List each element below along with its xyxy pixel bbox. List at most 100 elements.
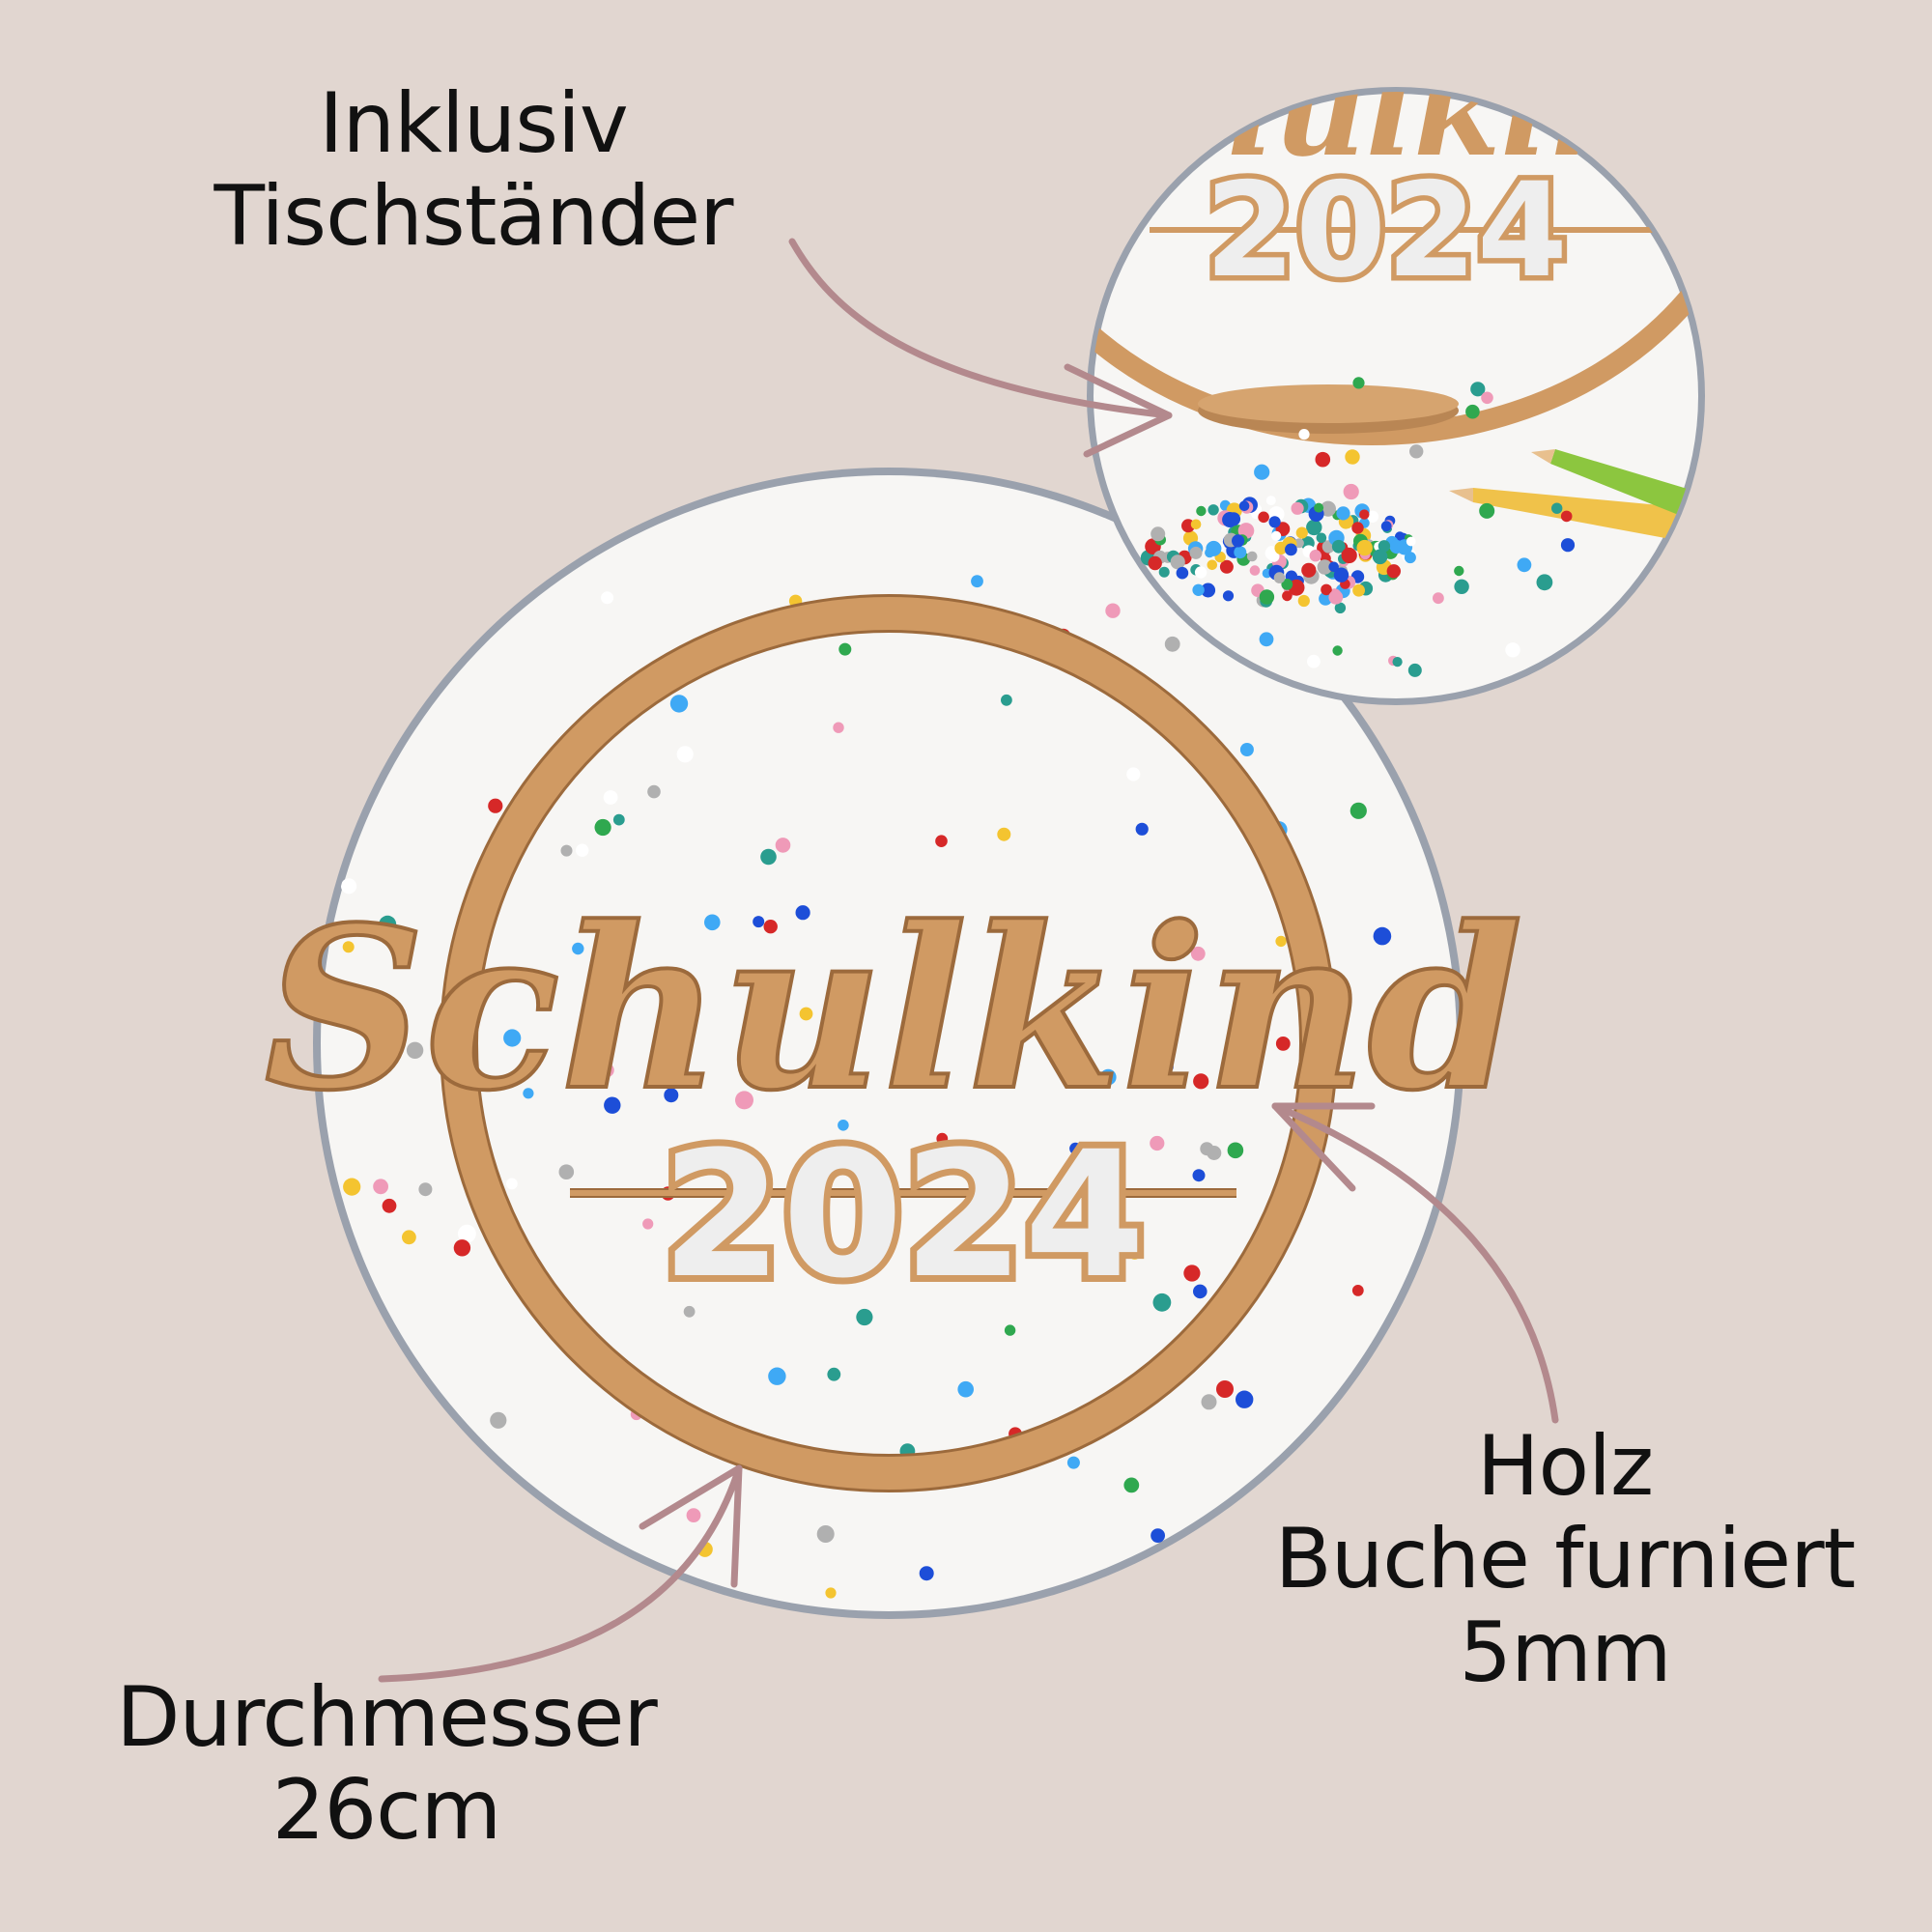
confetti-dot <box>1333 567 1350 582</box>
confetti-dot <box>1275 1037 1291 1051</box>
confetti-dot <box>1317 559 1333 575</box>
confetti-dot <box>1189 546 1203 559</box>
confetti-dot <box>1404 552 1416 564</box>
confetti-dot <box>1343 483 1359 500</box>
confetti-dot <box>1307 654 1321 668</box>
confetti-dot <box>558 1164 575 1179</box>
confetti-dot <box>1316 532 1327 544</box>
confetti-dot <box>957 1380 974 1398</box>
product-year: 2024 <box>662 1115 1146 1317</box>
confetti-dot <box>683 1305 696 1318</box>
confetti-dot <box>997 827 1011 841</box>
confetti-dot <box>1192 1169 1206 1182</box>
confetti-dot <box>833 722 844 733</box>
caption-wood-line2: Buche furniert <box>1274 1511 1857 1608</box>
confetti-dot <box>1373 926 1392 946</box>
confetti-dot <box>1401 704 1411 715</box>
confetti-dot <box>895 1061 913 1079</box>
confetti-dot <box>1454 579 1469 594</box>
arrow-wood <box>1271 1102 1559 1424</box>
confetti-dot <box>1352 583 1365 597</box>
confetti-dot <box>1004 1324 1016 1336</box>
confetti-dot <box>1123 1477 1140 1493</box>
confetti-dot <box>1285 543 1297 556</box>
confetti-dot <box>1205 548 1215 558</box>
confetti-dot <box>1254 464 1270 480</box>
confetti-dot <box>753 916 765 928</box>
confetti-dot <box>1273 572 1286 583</box>
confetti-dot <box>382 1198 397 1213</box>
confetti-dot <box>1196 505 1207 517</box>
confetti-dot <box>503 1029 522 1047</box>
confetti-dot <box>664 1088 679 1103</box>
confetti-dot <box>379 915 397 933</box>
confetti-dot <box>1259 632 1274 647</box>
confetti-dot <box>1328 561 1339 573</box>
confetti-dot <box>594 818 611 837</box>
confetti-dot <box>523 1088 534 1099</box>
confetti-dot <box>572 942 584 955</box>
confetti-dot <box>1319 591 1333 606</box>
caption-wood: Holz Buche furniert 5mm <box>1217 1420 1913 1699</box>
confetti-dot <box>1246 551 1258 562</box>
confetti-dot <box>490 1411 507 1429</box>
confetti-dot <box>1265 546 1277 557</box>
confetti-dot <box>1331 539 1346 554</box>
main-photo-circle: Schulkind 2024 <box>263 468 1524 1619</box>
confetti-dot <box>1465 404 1480 419</box>
confetti-dot <box>1297 594 1310 608</box>
confetti-dot <box>735 1091 753 1110</box>
confetti-dot <box>1454 565 1464 577</box>
confetti-dot <box>1170 554 1185 570</box>
confetti-dot <box>1226 512 1241 526</box>
confetti-dot <box>1281 579 1293 590</box>
confetti-dot <box>1517 557 1532 573</box>
confetti-dot <box>1271 530 1282 541</box>
confetti-dot <box>1183 1264 1201 1282</box>
confetti-dot <box>1190 946 1206 961</box>
confetti-dot <box>816 1525 835 1543</box>
confetti-dot <box>1314 502 1324 513</box>
confetti-dot <box>1409 444 1424 459</box>
confetti-dot <box>1268 516 1281 528</box>
confetti-dot <box>1164 636 1180 652</box>
confetti-dot <box>1536 574 1553 591</box>
confetti-dot <box>1392 657 1403 668</box>
confetti-dot <box>1208 504 1219 516</box>
confetti-dot <box>1560 538 1576 553</box>
confetti-dot <box>1293 538 1304 549</box>
confetti-dot <box>342 941 355 953</box>
confetti-dot <box>453 1239 471 1257</box>
confetti-dot <box>1359 509 1370 520</box>
confetti-dot <box>647 784 661 799</box>
confetti-dot <box>1236 1390 1254 1408</box>
confetti-dot <box>856 1308 873 1326</box>
confetti-dot <box>1099 1068 1117 1086</box>
confetti-dot <box>1301 562 1317 578</box>
confetti-dot <box>1407 663 1422 677</box>
caption-wood-line1: Holz <box>1476 1418 1654 1515</box>
caption-table-stand: Inklusiv Tischständer <box>164 77 782 264</box>
confetti-dot <box>838 1120 849 1131</box>
confetti-dot <box>827 1367 841 1381</box>
confetti-dot <box>1265 496 1276 506</box>
confetti-dot <box>971 575 983 588</box>
confetti-dot <box>1258 511 1269 524</box>
confetti-dot <box>936 1132 949 1145</box>
confetti-dot <box>1334 602 1347 613</box>
confetti-dot <box>704 914 721 931</box>
confetti-dot <box>1259 589 1275 605</box>
wooden-ring <box>440 594 1338 1492</box>
confetti-dot <box>1356 539 1373 556</box>
confetti-dot <box>1309 550 1322 562</box>
confetti-dot <box>1351 522 1364 534</box>
confetti-dot <box>1227 1142 1244 1159</box>
confetti-dot <box>795 905 810 921</box>
confetti-dot <box>402 1230 416 1245</box>
confetti-dot <box>1152 1293 1172 1312</box>
confetti-dot <box>799 1007 813 1021</box>
confetti-dot <box>1219 559 1234 574</box>
confetti-dot <box>1291 501 1304 515</box>
confetti-dot <box>1470 382 1486 397</box>
confetti-dot <box>1336 506 1350 521</box>
